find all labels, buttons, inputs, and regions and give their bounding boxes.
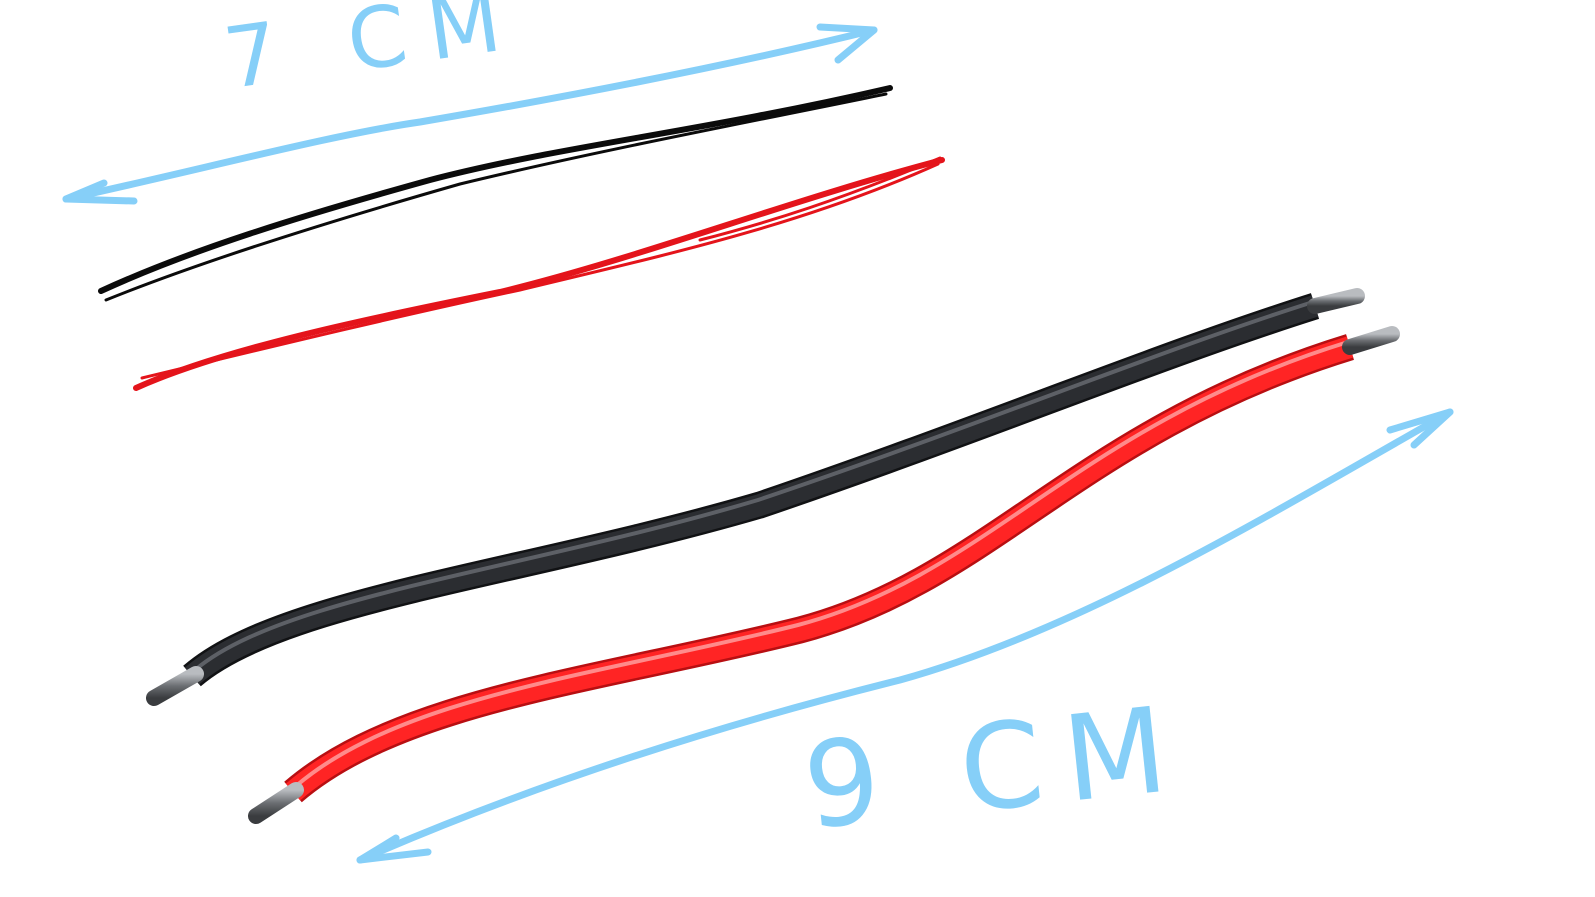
arrowhead-left-7cm bbox=[62, 179, 138, 205]
arrowhead-right-7cm bbox=[816, 23, 878, 64]
dimension-line-9cm bbox=[356, 408, 1454, 864]
red-wire-tip-left bbox=[248, 782, 304, 824]
arrowhead-left-9cm bbox=[356, 834, 432, 864]
rendered-wire-black bbox=[146, 288, 1365, 706]
rendered-wire-red bbox=[248, 326, 1400, 824]
black-wire-tip-left bbox=[146, 666, 204, 706]
sketch-wire-red bbox=[133, 156, 945, 391]
black-wire-tip-right bbox=[1307, 288, 1365, 314]
dimension-arrow-9cm bbox=[356, 408, 1454, 864]
red-wire-tip-right bbox=[1342, 326, 1400, 355]
arrowhead-right-9cm bbox=[1386, 408, 1454, 449]
dimension-arrow-7cm bbox=[62, 23, 878, 205]
dimension-line-7cm bbox=[62, 26, 878, 203]
sketch-wire-black bbox=[98, 85, 893, 302]
